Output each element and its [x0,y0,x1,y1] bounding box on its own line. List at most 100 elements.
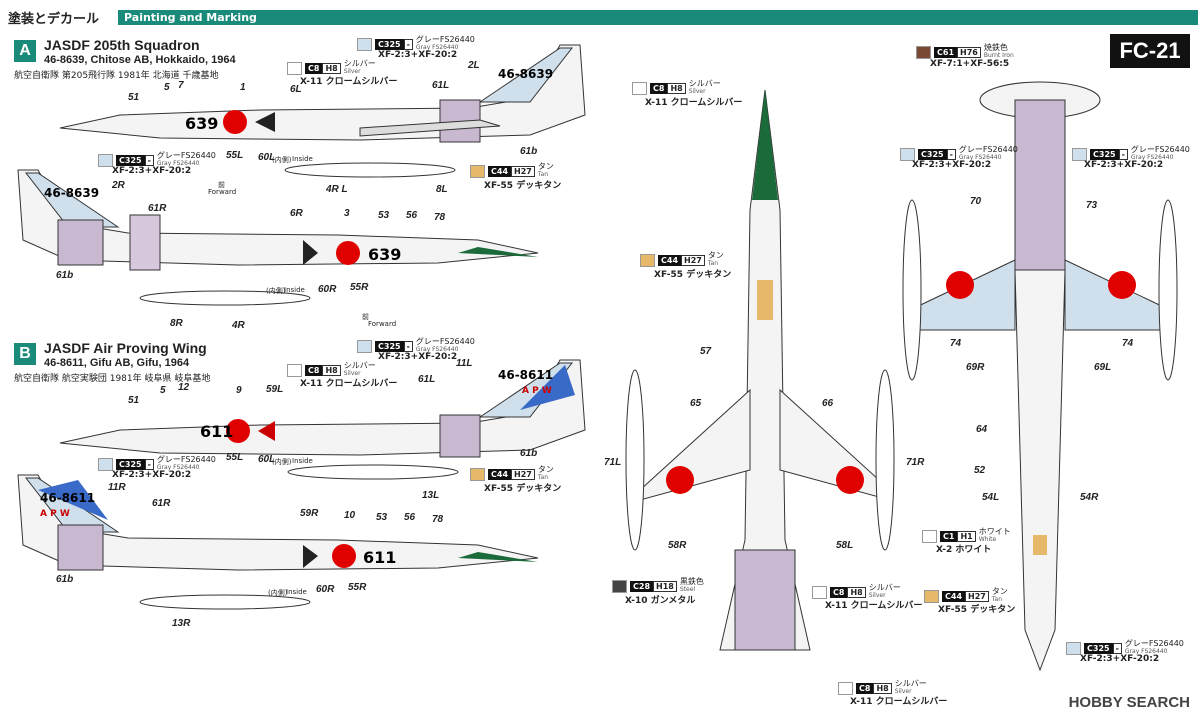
part-label: 61b [520,448,538,459]
inside-note-jp-a: (内側) [272,156,292,164]
part-label: 10 [344,510,356,521]
aircraft-a-tail-code: 46-8639 [498,67,553,81]
part-label: 3 [344,208,350,219]
part-label: 61R [152,498,171,509]
color-c8-mix-5: X-11 クロームシルバー [850,697,948,707]
part-label: 53 [378,210,390,221]
fuel-tank-b [287,464,459,480]
forward-note-jp-a2: 前 [362,313,369,321]
part-label: 74 [950,338,962,349]
aircraft-a-nose-number: 639 [185,114,218,133]
part-label: 61b [56,574,74,585]
part-label: 55L [226,150,244,161]
forward-note-a2: Forward [368,320,397,328]
part-label: 56 [404,512,416,523]
color-c325-mix-6: XF-2:3+XF-20:2 [1084,160,1164,170]
part-label: 58L [836,540,854,551]
part-label: 61L [418,374,436,385]
part-label: 55R [350,282,369,293]
part-label: 52 [974,465,986,476]
part-label: 5 [160,385,166,396]
part-label: 70 [970,196,982,207]
part-label: 60R [316,584,335,595]
color-c8-mix-1: X-11 クロームシルバー [300,77,398,87]
aircraft-a-right-nose-number: 639 [368,245,401,264]
part-label: 65 [690,398,702,409]
color-c325-mix-3: XF-2:3+XF-20:2 [378,352,458,362]
aircraft-b-right-tail-letters: A P W [40,509,70,519]
part-label: 55R [348,582,367,593]
part-label: 12 [178,382,190,393]
color-c1-mix: X-2 ホワイト [936,545,992,555]
part-label: 61b [56,270,74,281]
part-label: 54L [982,492,1000,503]
color-c8-mix-2: X-11 クロームシルバー [300,379,398,389]
part-label: 61b [520,146,538,157]
part-label: 53 [376,512,388,523]
fuel-tank-a [284,162,456,178]
forward-note-a: Forward [208,188,237,196]
part-label: 71R [906,457,925,468]
part-label: 59L [266,384,284,395]
scheme-a-badge: A [14,40,36,62]
part-label: 69R [966,362,985,373]
aircraft-b-tail-letters: A P W [522,386,552,396]
part-label: 2L [468,60,480,71]
color-c325-mix-2: XF-2:3+XF-20:2 [112,166,192,176]
color-c8-mix-3: X-11 クロームシルバー [645,98,743,108]
part-label: 78 [434,212,446,223]
part-label: 74 [1122,338,1134,349]
part-label: 7 [178,80,184,91]
forward-note-jp-a: 前 [218,181,225,189]
part-label: 6L [290,84,302,95]
part-label: 78 [432,514,444,525]
inside-note-jp-b: (内側) [272,458,292,466]
color-c325-mix-1: XF-2:3+XF-20:2 [378,50,458,60]
part-label: 55L [226,452,244,463]
watermark: HOBBY SEARCH [1068,694,1190,711]
scheme-a-title-jp: 航空自衛隊 第205飛行隊 1981年 北海道 千歳基地 [14,71,219,81]
inside-note-a2: Inside [284,286,305,294]
part-label: 58R [668,540,687,551]
part-label: 11L [456,358,473,369]
part-label: 5 [164,82,170,93]
part-label: 60L [258,454,276,465]
section-title-bar [118,10,1198,25]
part-label: 59R [300,508,319,519]
part-label: 66 [822,398,834,409]
inside-note-jp-a2: (内側) [266,287,286,295]
part-label: 4R [232,320,245,331]
aircraft-top-view [625,89,895,651]
part-label: 8R [170,318,183,329]
part-label: 1 [240,82,246,93]
part-label: 8L [436,184,448,195]
scheme-b-subtitle: 46-8611, Gifu AB, Gifu, 1964 [44,357,190,369]
color-c8-mix-4: X-11 クロームシルバー [825,601,923,611]
aircraft-b-right-nose-number: 611 [363,548,396,567]
part-label: 54R [1080,492,1099,503]
aircraft-b-nose-number: 611 [200,422,233,441]
inside-note-b: Inside [292,457,313,465]
part-label: 60L [258,152,276,163]
part-label: 13L [422,490,440,501]
color-c61-mix: XF-7:1+XF-56:5 [930,59,1010,69]
color-c44-mix-2: XF-55 デッキタン [484,484,562,494]
part-label: 4R L [326,184,348,195]
inside-note-jp-b2: (内側) [268,589,288,597]
sheet-code: FC-21 [1110,34,1190,68]
